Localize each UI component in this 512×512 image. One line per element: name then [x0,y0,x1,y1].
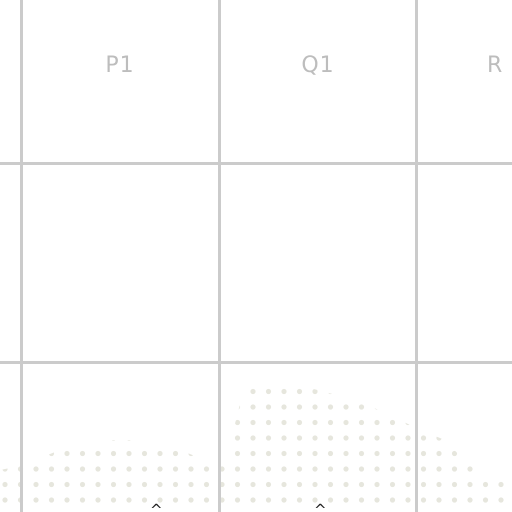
grid-line-vertical [20,0,23,512]
peak-marker: ^ [150,501,163,512]
peak-marker: ^ [314,501,327,512]
grid-label-r1: R [487,53,504,78]
grid-line-vertical [415,0,418,512]
grid-line-horizontal [0,361,512,364]
grid-label-q1: Q1 [301,53,335,78]
grid-line-horizontal [0,162,512,165]
terrain-region [0,380,512,512]
grid-line-vertical [218,0,221,512]
grid-label-p1: P1 [105,53,135,78]
